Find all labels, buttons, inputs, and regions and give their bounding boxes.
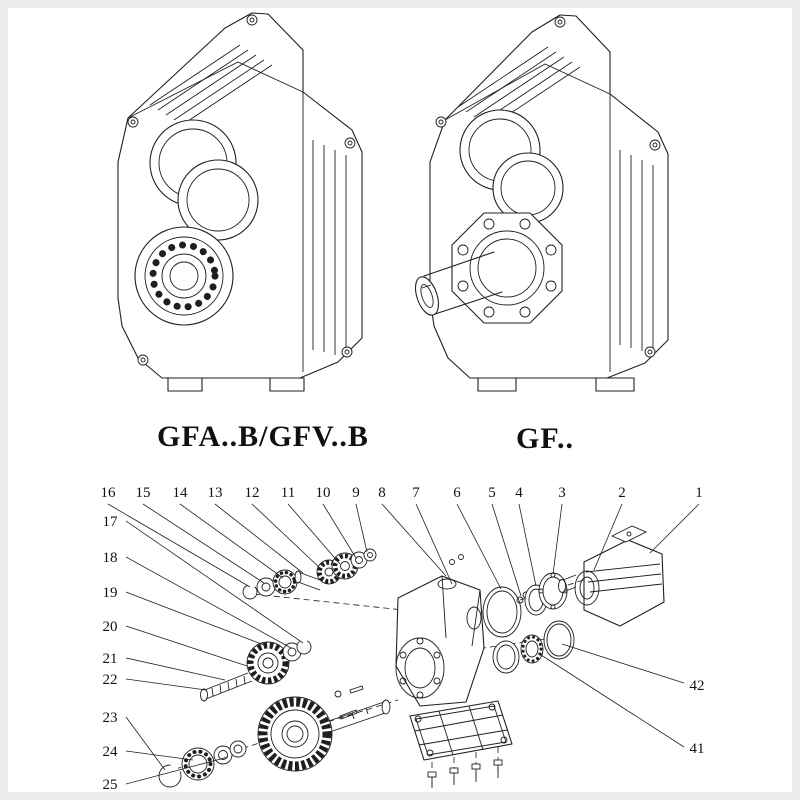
callout-19: 19 [103, 585, 118, 601]
pinion-shaft [294, 570, 321, 591]
mounting-feet [167, 377, 305, 392]
keyway [339, 709, 358, 720]
callout-6: 6 [453, 485, 461, 501]
side-ribs [312, 140, 347, 357]
flange-bolt-holes [457, 218, 557, 318]
bolt [516, 596, 524, 604]
callout-25: 25 [103, 777, 118, 792]
gear-large [257, 696, 333, 772]
callout-10: 10 [316, 485, 331, 501]
housing-screws [435, 16, 661, 358]
cooling-fins-top [149, 44, 273, 126]
callout-numbers: 16 15 14 13 12 11 10 9 8 7 6 5 4 3 2 1 1… [101, 485, 705, 792]
callout-18: 18 [103, 550, 118, 566]
terminal-box [610, 525, 648, 543]
cover-plate [409, 700, 513, 761]
callout-15: 15 [136, 485, 151, 501]
callout-9: 9 [352, 485, 360, 501]
small-bolt [449, 559, 455, 565]
callout-8: 8 [378, 485, 386, 501]
callout-22: 22 [103, 672, 118, 688]
callout-17: 17 [103, 514, 119, 530]
housing-outline [117, 12, 363, 379]
output-rings [492, 620, 575, 674]
gasket-ring [482, 586, 522, 638]
gear-bores [459, 109, 564, 224]
housing-screws [127, 14, 356, 366]
callout-21: 21 [103, 651, 118, 667]
side-ribs [619, 150, 654, 354]
callout-42: 42 [690, 678, 705, 694]
technical-figure: GFA..B/GFV..B GF.. [101, 12, 705, 792]
bearing-large [181, 747, 215, 781]
callout-14: 14 [173, 485, 189, 501]
top-ridge [127, 61, 304, 119]
callout-4: 4 [515, 485, 523, 501]
callout-12: 12 [245, 485, 260, 501]
cover-plate-assembly [409, 700, 513, 788]
bearing [272, 569, 298, 595]
nut [363, 548, 377, 562]
motor-side-parts [482, 525, 665, 638]
gearbox-left-drawing [117, 12, 363, 392]
gear-housing [395, 554, 485, 707]
motor-shaft [558, 579, 566, 593]
small-bolt [458, 554, 464, 560]
callout-24: 24 [103, 744, 119, 760]
output-shaft-parts [158, 685, 391, 788]
flange-holes [399, 637, 441, 699]
bearing-small [520, 634, 544, 664]
leader-lines [107, 503, 700, 785]
motor-flange [574, 570, 600, 606]
housing-outline [429, 14, 669, 379]
housing-bore [404, 647, 436, 689]
gear-bores [149, 119, 259, 241]
pin [334, 690, 342, 698]
gear-medium [246, 641, 290, 685]
motor-body [583, 539, 665, 627]
top-boss [437, 578, 457, 590]
output-shaft [319, 699, 391, 735]
callout-2: 2 [618, 485, 626, 501]
mounting-feet [477, 377, 635, 392]
circlip [158, 764, 182, 788]
callout-7: 7 [412, 485, 420, 501]
callout-20: 20 [103, 619, 118, 635]
seal-ring [543, 620, 575, 660]
washer [256, 577, 276, 597]
bolts [427, 759, 503, 788]
left-model-label: GFA..B/GFV..B [157, 420, 369, 453]
right-model-label: GF.. [516, 422, 574, 455]
callout-16: 16 [101, 485, 117, 501]
callout-23: 23 [103, 710, 118, 726]
callout-13: 13 [208, 485, 223, 501]
side-bore [466, 606, 482, 630]
exploded-view: 16 15 14 13 12 11 10 9 8 7 6 5 4 3 2 1 1… [101, 485, 705, 792]
snap-ring [296, 639, 312, 655]
ring [229, 740, 247, 758]
key [349, 685, 364, 694]
ring [213, 745, 233, 765]
keyway [421, 284, 432, 289]
callout-41: 41 [690, 741, 705, 757]
callout-11: 11 [281, 485, 295, 501]
intermediate-gear-parts [200, 639, 312, 702]
callout-5: 5 [488, 485, 496, 501]
output-bearing [134, 226, 234, 326]
callout-3: 3 [558, 485, 566, 501]
top-ridge [444, 63, 611, 121]
spline-shaft [200, 672, 253, 702]
callout-1: 1 [695, 485, 703, 501]
circlip [242, 584, 258, 600]
output-flange [451, 212, 563, 324]
gearbox-right-drawing [414, 14, 669, 392]
output-shaft [414, 251, 503, 316]
motor-unit [558, 525, 665, 627]
input-shaft-parts [242, 548, 377, 600]
